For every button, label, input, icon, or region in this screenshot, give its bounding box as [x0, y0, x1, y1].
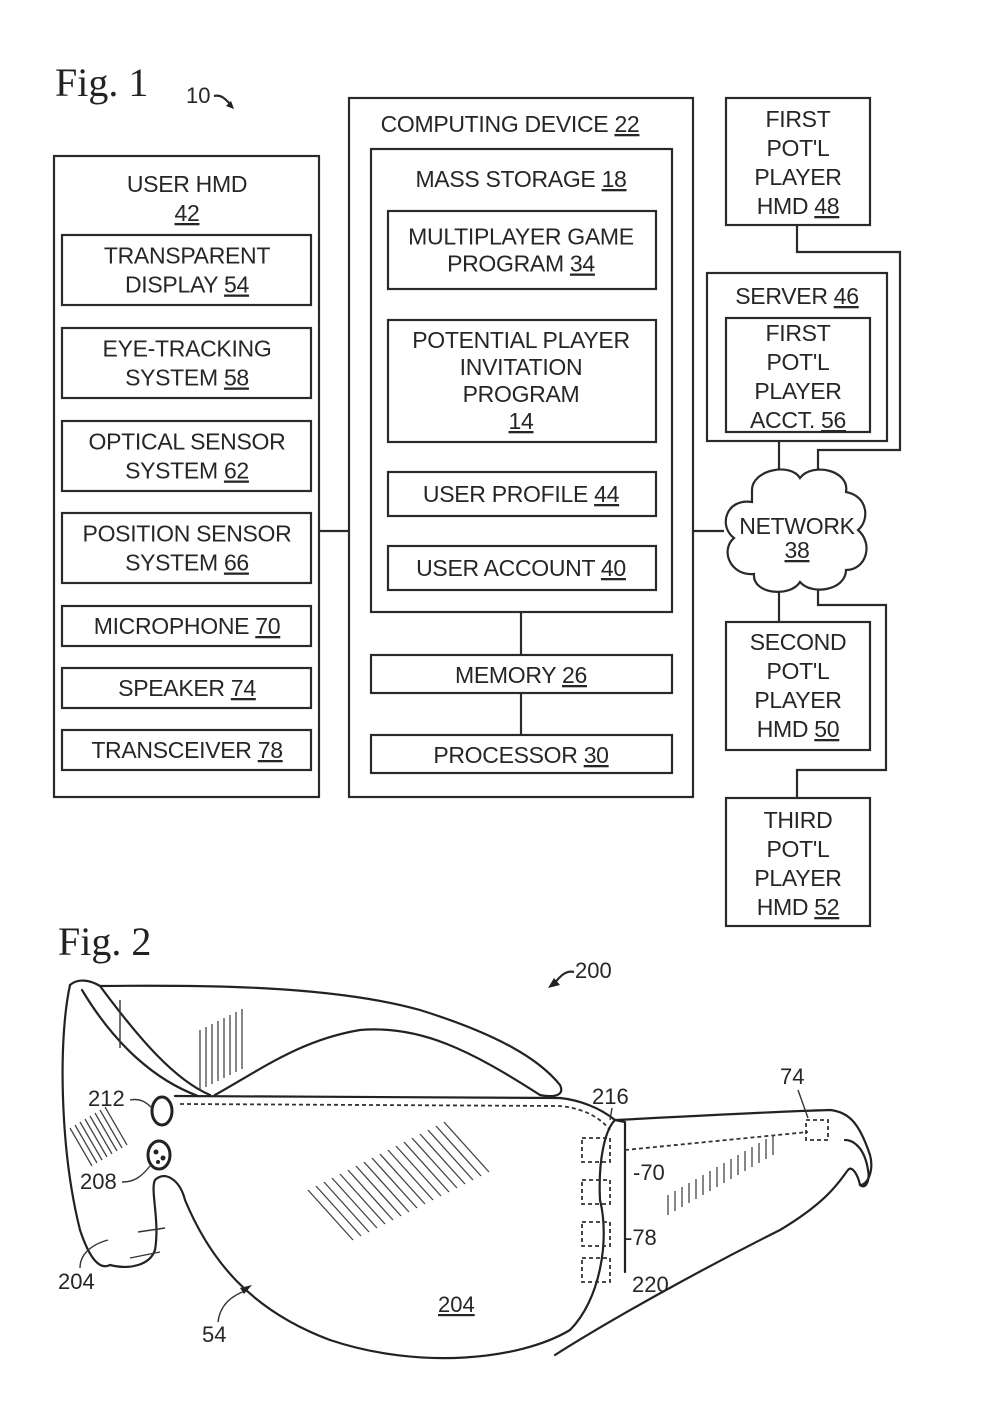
- fig1-ref: 10: [186, 83, 210, 108]
- device-ref-arrowhead-icon: [548, 978, 560, 988]
- sensor-212-icon: [150, 1095, 174, 1127]
- callout-204-main: 204: [438, 1292, 475, 1317]
- memory-label: MEMORY 26: [455, 662, 587, 688]
- storage-item-box: USER PROFILE 44: [386, 470, 658, 518]
- storage-item-line: PROGRAM 34: [447, 251, 595, 277]
- user-hmd-ref: 42: [175, 200, 200, 226]
- hmd-component-line: SYSTEM 58: [125, 365, 249, 391]
- storage-item-line: INVITATION: [460, 354, 583, 380]
- hmd-component-line: TRANSCEIVER 78: [91, 737, 282, 763]
- third-hmd-text-line: PLAYER: [754, 865, 841, 891]
- processor-label: PROCESSOR 30: [433, 742, 608, 768]
- device-ref: 200: [575, 958, 612, 983]
- storage-item-ref: 14: [509, 408, 534, 434]
- storage-item-line: MULTIPLAYER GAME: [408, 224, 634, 250]
- fig1-ref-arrowhead-icon: [226, 101, 234, 109]
- hmd-component-line: OPTICAL SENSOR: [89, 429, 286, 455]
- hmd-component-line: SYSTEM 66: [125, 550, 249, 576]
- acct-text-line: POT'L: [767, 349, 830, 375]
- second-hmd-text-line: SECOND: [750, 629, 847, 655]
- first-player-hmd-block: [724, 96, 872, 227]
- hmd-component-box: POSITION SENSOR SYSTEM 66: [60, 511, 313, 585]
- callout-78: -78: [625, 1225, 657, 1250]
- first-hmd-text-line: PLAYER: [754, 164, 841, 190]
- network-ref: 38: [785, 537, 810, 563]
- storage-item-line: POTENTIAL PLAYER: [412, 327, 630, 353]
- fig2-title: Fig. 2: [58, 919, 151, 964]
- hmd-component-box: TRANSPARENT DISPLAY 54: [60, 233, 313, 307]
- first-player-account-label: FIRST POT'L PLAYER ACCT. 56: [750, 320, 846, 433]
- third-hmd-text-line: HMD 52: [757, 894, 840, 920]
- network-cloud-icon: [724, 468, 868, 593]
- third-hmd-text-line: THIRD: [764, 807, 833, 833]
- hmd-component-line: SYSTEM 62: [125, 458, 249, 484]
- hmd-component-line: TRANSPARENT: [104, 243, 270, 269]
- fig1-title: Fig. 1: [55, 60, 148, 105]
- callout-212: 212: [88, 1086, 125, 1111]
- hmd-component-line: MICROPHONE 70: [94, 613, 281, 639]
- acct-text-line: FIRST: [766, 320, 831, 346]
- user-hmd-title: USER HMD: [127, 171, 247, 197]
- connector-first-hmd-network: [795, 225, 902, 478]
- processor-block: [369, 733, 674, 775]
- hmd-component-box: MICROPHONE 70: [60, 604, 313, 648]
- hmd-component-line: SPEAKER 74: [118, 675, 256, 701]
- connector-network-third-hmd: [795, 588, 888, 798]
- callout-208: 208: [80, 1169, 117, 1194]
- storage-item-box: USER ACCOUNT 40: [386, 544, 658, 592]
- hmd-glasses-drawing: [61, 979, 873, 1360]
- third-hmd-text-line: POT'L: [767, 836, 830, 862]
- first-hmd-text-line: FIRST: [766, 106, 831, 132]
- third-player-hmd-block: [724, 796, 872, 928]
- first-hmd-text-line: POT'L: [767, 135, 830, 161]
- second-player-hmd-block: [724, 620, 872, 752]
- second-hmd-text-line: PLAYER: [754, 687, 841, 713]
- camera-208-icon: [146, 1139, 172, 1171]
- callout-220: 220: [632, 1272, 669, 1297]
- hmd-component-line: DISPLAY 54: [125, 272, 250, 298]
- callout-70: -70: [633, 1160, 665, 1185]
- acct-text-line: ACCT. 56: [750, 407, 846, 433]
- network-label: NETWORK: [739, 513, 855, 539]
- callout-74: 74: [780, 1064, 804, 1089]
- first-player-hmd-label: FIRST POT'L PLAYER HMD 48: [754, 106, 842, 219]
- mass-storage-title: MASS STORAGE 18: [415, 166, 626, 192]
- first-player-account-block: [724, 316, 872, 434]
- memory-block: [369, 653, 674, 695]
- hmd-component-line: EYE-TRACKING: [103, 336, 272, 362]
- callout-54: 54: [202, 1322, 226, 1347]
- server-title: SERVER 46: [735, 283, 858, 309]
- callout-216: 216: [592, 1084, 629, 1109]
- second-player-hmd-label: SECOND POT'L PLAYER HMD 50: [750, 629, 847, 742]
- acct-text-line: PLAYER: [754, 378, 841, 404]
- first-hmd-text-line: HMD 48: [757, 193, 840, 219]
- storage-item-line: USER ACCOUNT 40: [416, 555, 626, 581]
- callout-204-left: 204: [58, 1269, 95, 1294]
- second-hmd-text-line: HMD 50: [757, 716, 840, 742]
- hmd-component-box: SPEAKER 74: [60, 666, 313, 710]
- callout-54-arrowhead-icon: [240, 1285, 252, 1294]
- hmd-component-box: EYE-TRACKING SYSTEM 58: [60, 326, 313, 400]
- computing-device-title: COMPUTING DEVICE 22: [381, 111, 640, 137]
- third-player-hmd-label: THIRD POT'L PLAYER HMD 52: [754, 807, 842, 920]
- hmd-component-box: OPTICAL SENSOR SYSTEM 62: [60, 419, 313, 493]
- computing-device-block: COMPUTING DEVICE 22 MASS STORAGE 18 MULT…: [347, 96, 695, 799]
- hmd-component-box: TRANSCEIVER 78: [60, 728, 313, 772]
- second-hmd-text-line: POT'L: [767, 658, 830, 684]
- user-hmd-block: USER HMD 42 TRANSPARENT DISPLAY 54 EYE-TRA…: [52, 154, 321, 799]
- storage-item-line: PROGRAM: [463, 381, 580, 407]
- storage-item-line: USER PROFILE 44: [423, 481, 620, 507]
- hmd-component-line: POSITION SENSOR: [83, 521, 292, 547]
